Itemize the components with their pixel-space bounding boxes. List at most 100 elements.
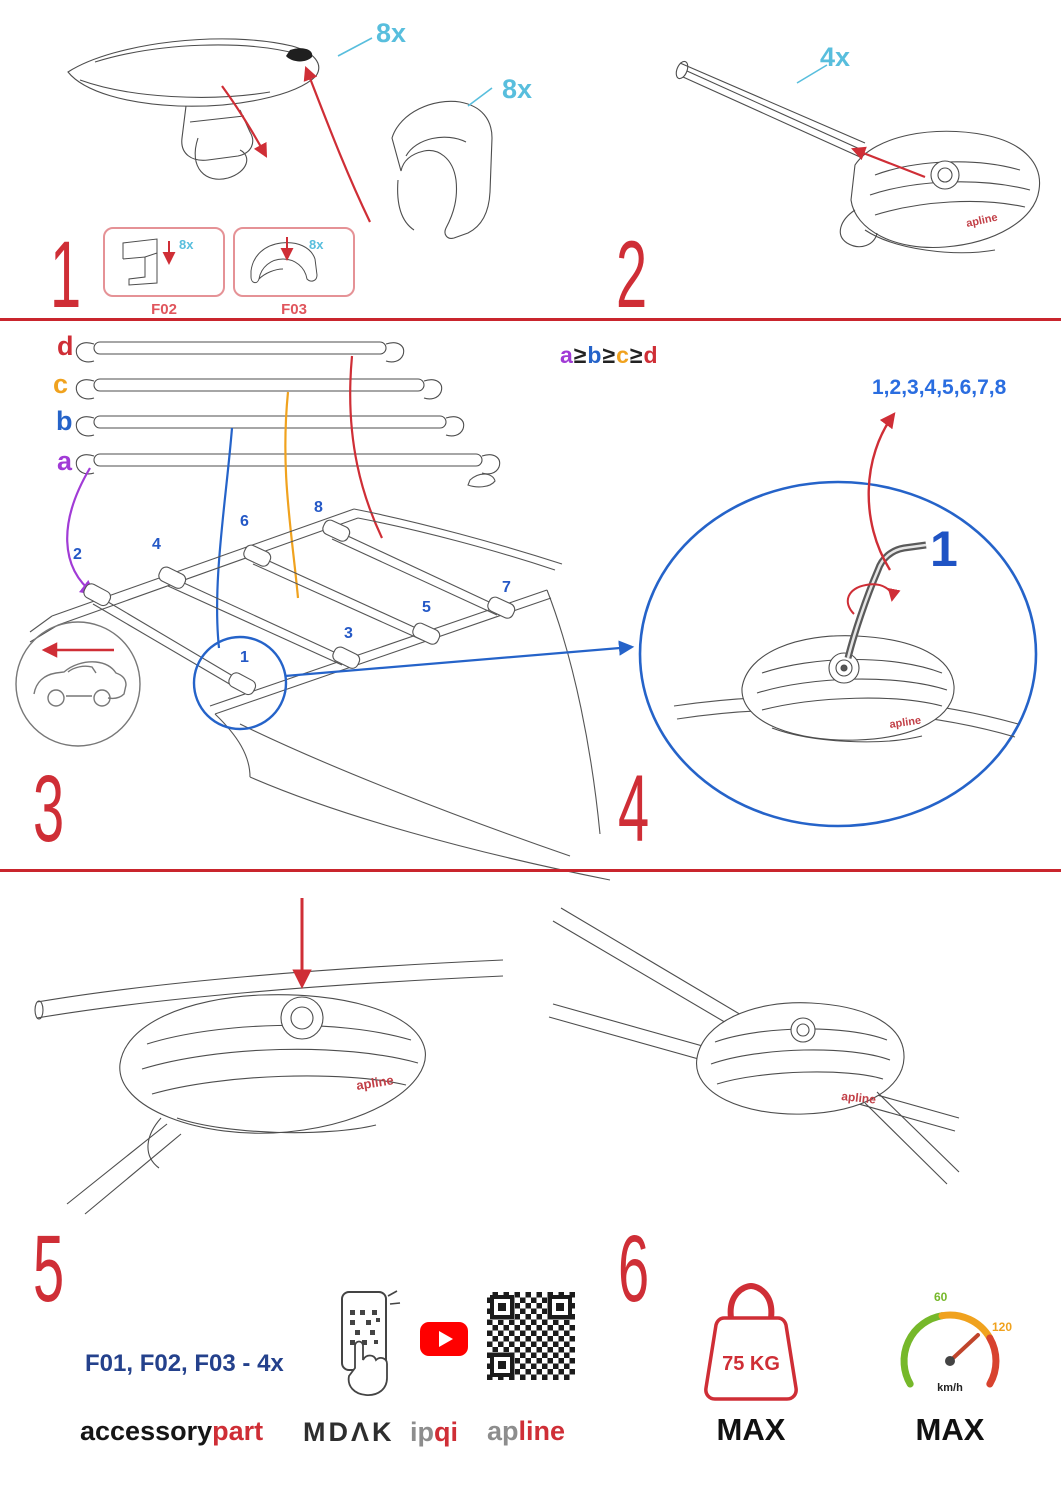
- brand-line: line: [518, 1416, 566, 1446]
- brand-ap: ap: [487, 1416, 519, 1446]
- qty-leader-lines: [337, 37, 493, 107]
- formula-ge1: ≥: [573, 342, 588, 368]
- speed-high: 120: [992, 1320, 1012, 1334]
- slide-arrow: [851, 146, 926, 179]
- sequence-callout-one: 1: [930, 521, 958, 577]
- phone-qr-pixels: [350, 1310, 380, 1345]
- bar-letter-d: d: [57, 331, 74, 361]
- part-box-f03: 8x: [233, 227, 355, 297]
- position-6: 6: [240, 513, 249, 530]
- f03-label: F03: [281, 301, 307, 318]
- endcap-button: [286, 48, 313, 62]
- bar-b-art: [75, 415, 465, 437]
- guide-curve-a: [66, 467, 96, 596]
- foot-art: [839, 130, 1041, 254]
- bar-lines: [34, 959, 504, 1020]
- parts-summary: F01, F02, F03 - 4x: [85, 1350, 284, 1377]
- divider-top: [0, 318, 1061, 321]
- qr-code: [487, 1292, 575, 1380]
- detail-callout-circle: [192, 635, 288, 731]
- qr-finder-tr: [548, 1295, 572, 1319]
- part-box-f02: 8x: [103, 227, 225, 297]
- guide-curve-b: [215, 427, 234, 649]
- rotate-arrow: [846, 583, 901, 615]
- f03-qty: 8x: [309, 237, 324, 252]
- qr-finder-tl: [490, 1295, 514, 1319]
- step3-number: 3: [33, 756, 65, 862]
- cover-piece-art: [391, 100, 493, 239]
- qty-cap-label: 8x: [376, 18, 407, 48]
- formula-b: b: [587, 342, 603, 368]
- allen-key-highlight: [846, 543, 927, 659]
- step6-number: 6: [618, 1216, 650, 1322]
- brand-ip: ip: [410, 1417, 434, 1447]
- foot-brand-text-4: apline: [841, 1089, 877, 1107]
- qty-bar-label: 4x: [820, 42, 851, 72]
- step4-detail-drawing: apline: [638, 480, 1038, 828]
- crossbar-endcap-art: [67, 38, 320, 180]
- speed-unit: km/h: [937, 1382, 963, 1394]
- speedometer-icon: 60 120 km/h: [900, 1290, 1012, 1394]
- formula-a: a: [560, 342, 574, 368]
- step2-number: 2: [616, 222, 648, 328]
- youtube-icon: [420, 1322, 468, 1356]
- weight-max-label: MAX: [716, 1412, 786, 1447]
- step5-number: 5: [33, 1216, 65, 1322]
- brand-part: part: [212, 1416, 264, 1446]
- car-direction-inset: [15, 621, 141, 747]
- car-roof-art: [29, 473, 611, 881]
- formula-ge3: ≥: [629, 342, 644, 368]
- foot-brand-text-2: apline: [889, 715, 922, 731]
- divider-bottom: [0, 869, 1061, 872]
- speed-max-label: MAX: [915, 1412, 985, 1447]
- install-arrows: [221, 66, 371, 223]
- sparkle-lines: [387, 1290, 401, 1305]
- bar-letter-a: a: [57, 446, 73, 476]
- zoom-ellipse: [638, 480, 1038, 828]
- qty-leader-line: [796, 64, 828, 84]
- f03-part-art: [250, 237, 318, 284]
- step1-number: 1: [50, 222, 82, 328]
- foot-mounted-art: [696, 1002, 960, 1185]
- tighten-sequence: 1,2,3,4,5,6,7,8: [872, 376, 1007, 399]
- size-formula: a≥b≥c≥d: [560, 342, 659, 369]
- foot-cover-art: [66, 994, 426, 1215]
- detail-connector-arrow: [284, 640, 635, 678]
- bar-letter-b: b: [56, 406, 73, 436]
- formula-ge2: ≥: [602, 342, 617, 368]
- phone-scan-icon: [341, 1290, 401, 1396]
- position-3: 3: [344, 625, 353, 642]
- step4-number: 4: [618, 756, 650, 862]
- step1-endcap-drawing: [67, 37, 493, 239]
- position-2: 2: [73, 546, 82, 563]
- brand-apline: apline: [487, 1418, 565, 1445]
- crossbar-art: [675, 60, 866, 158]
- step3-roof-drawing: [15, 341, 635, 881]
- speed-low: 60: [934, 1290, 948, 1304]
- foot-brand-text-3: apline: [355, 1072, 394, 1093]
- position-7: 7: [502, 579, 511, 596]
- brand-ipqi: ipqi: [410, 1419, 458, 1446]
- brand-qi: qi: [434, 1417, 458, 1447]
- bar-letter-c: c: [53, 369, 69, 399]
- foot-detail-art: [741, 635, 955, 743]
- max-weight-icon: 75 KG: [704, 1282, 798, 1401]
- position-1: 1: [240, 649, 249, 666]
- brand-mdak: MDΛK: [303, 1417, 395, 1447]
- bar-c-art: [75, 378, 443, 400]
- hand-icon: [347, 1340, 388, 1396]
- position-4: 4: [152, 536, 161, 553]
- qty-cover-label: 8x: [502, 74, 533, 104]
- guide-curve-c: [284, 391, 300, 599]
- bar-d-art: [75, 341, 405, 363]
- position-8: 8: [314, 499, 323, 516]
- guide-curve-d: [349, 355, 383, 539]
- f02-part-art: [122, 238, 176, 286]
- brand-accessory: accessory: [80, 1416, 213, 1446]
- step5-left-drawing: apline: [34, 898, 504, 1215]
- f02-qty: 8x: [179, 237, 194, 252]
- formula-c: c: [616, 342, 630, 368]
- step2-bar-foot-drawing: apline: [675, 60, 1041, 254]
- f02-label: F02: [151, 301, 177, 318]
